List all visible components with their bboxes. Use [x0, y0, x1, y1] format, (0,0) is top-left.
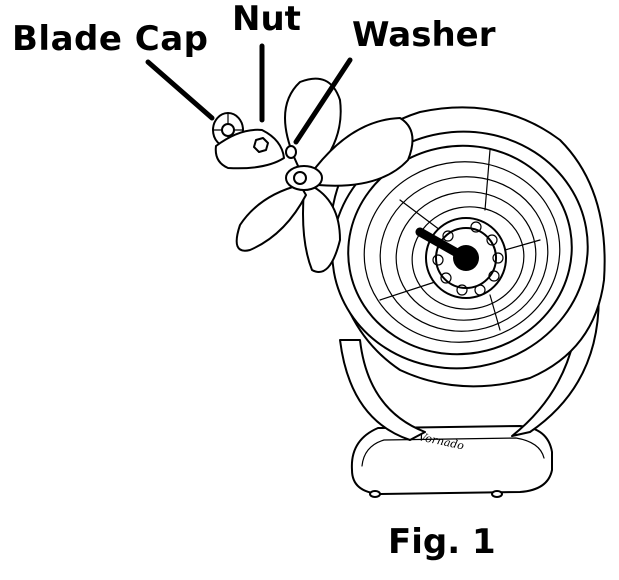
blade-cap-leader — [145, 59, 215, 121]
fan-blade-assembly — [235, 77, 414, 273]
washer-leader — [293, 57, 353, 145]
fan-base: Vornado — [350, 425, 553, 498]
blade-cap-label: Blade Cap — [12, 19, 209, 59]
nut-part — [214, 128, 285, 170]
washer-label: Washer — [352, 15, 496, 55]
fan-housing — [329, 106, 606, 388]
nut-label: Nut — [232, 0, 301, 39]
figure-caption: Fig. 1 — [388, 522, 496, 562]
washer-part — [285, 145, 297, 159]
